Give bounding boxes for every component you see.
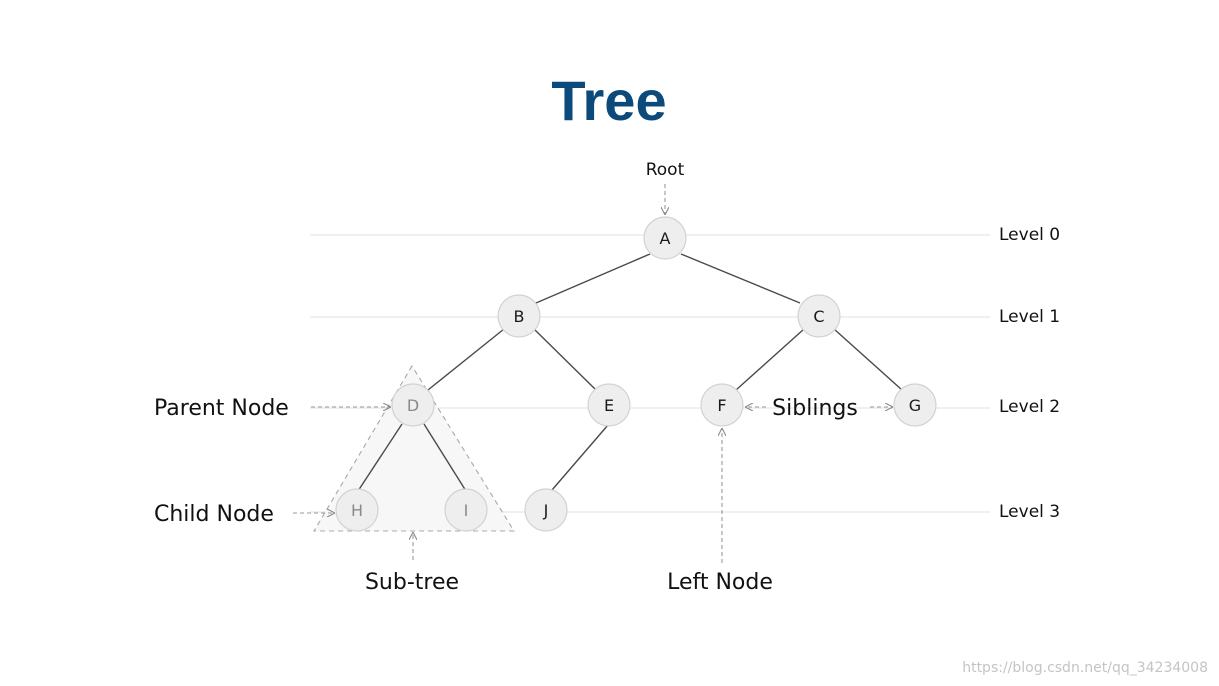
edge-d-i xyxy=(423,423,467,492)
edge-a-b xyxy=(535,253,651,304)
node-h-label: H xyxy=(351,501,363,520)
edge-a-c xyxy=(680,253,801,304)
edge-e-j xyxy=(551,424,609,491)
watermark-text: https://blog.csdn.net/qq_34234008 xyxy=(962,660,1208,676)
node-a-label: A xyxy=(660,229,671,248)
edge-b-d xyxy=(427,328,505,391)
node-f: F xyxy=(700,383,744,427)
level-0-label: Level 0 xyxy=(999,225,1060,245)
edge-b-e xyxy=(533,328,597,391)
root-label: Root xyxy=(646,160,685,180)
child-node-label: Child Node xyxy=(154,502,274,527)
diagram-title: Tree xyxy=(551,69,666,132)
edge-c-f xyxy=(735,328,805,391)
left-node-label: Left Node xyxy=(667,570,773,595)
level-1-label: Level 1 xyxy=(999,307,1060,327)
node-g: G xyxy=(893,383,937,427)
node-c-label: C xyxy=(813,307,824,326)
edge-d-h xyxy=(357,423,403,492)
node-b-label: B xyxy=(514,307,525,326)
node-e-label: E xyxy=(604,396,614,415)
sub-tree-label: Sub-tree xyxy=(365,570,459,595)
node-f-label: F xyxy=(717,396,726,415)
level-3-label: Level 3 xyxy=(999,502,1060,522)
siblings-label: Siblings xyxy=(772,396,858,421)
node-h: H xyxy=(335,488,379,532)
node-j: J xyxy=(524,488,568,532)
node-i: I xyxy=(444,488,488,532)
node-j-label: J xyxy=(543,501,549,520)
node-a: A xyxy=(643,216,687,260)
node-d: D xyxy=(391,383,435,427)
node-e: E xyxy=(587,383,631,427)
level-2-label: Level 2 xyxy=(999,397,1060,417)
node-g-label: G xyxy=(909,396,921,415)
node-d-label: D xyxy=(407,396,419,415)
node-c: C xyxy=(797,294,841,338)
edge-c-g xyxy=(833,328,903,391)
node-i-label: I xyxy=(464,501,469,520)
node-b: B xyxy=(497,294,541,338)
parent-node-label: Parent Node xyxy=(154,396,289,421)
